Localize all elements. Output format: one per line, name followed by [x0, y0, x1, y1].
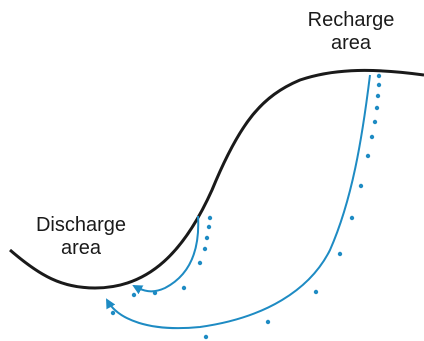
discharge-label-line1: Discharge: [35, 214, 127, 236]
water-table-dots: [110, 73, 382, 340]
recharge-area-label: Recharge area: [296, 9, 406, 55]
recharge-label-line2: area: [330, 32, 372, 54]
shallow-flow-path: [132, 215, 200, 295]
recharge-label-line1: Recharge: [307, 9, 395, 31]
land-surface-line: [9, 68, 424, 290]
discharge-label-line2: area: [60, 237, 102, 259]
discharge-area-label: Discharge area: [22, 214, 140, 260]
deep-flow-path: [106, 74, 371, 330]
